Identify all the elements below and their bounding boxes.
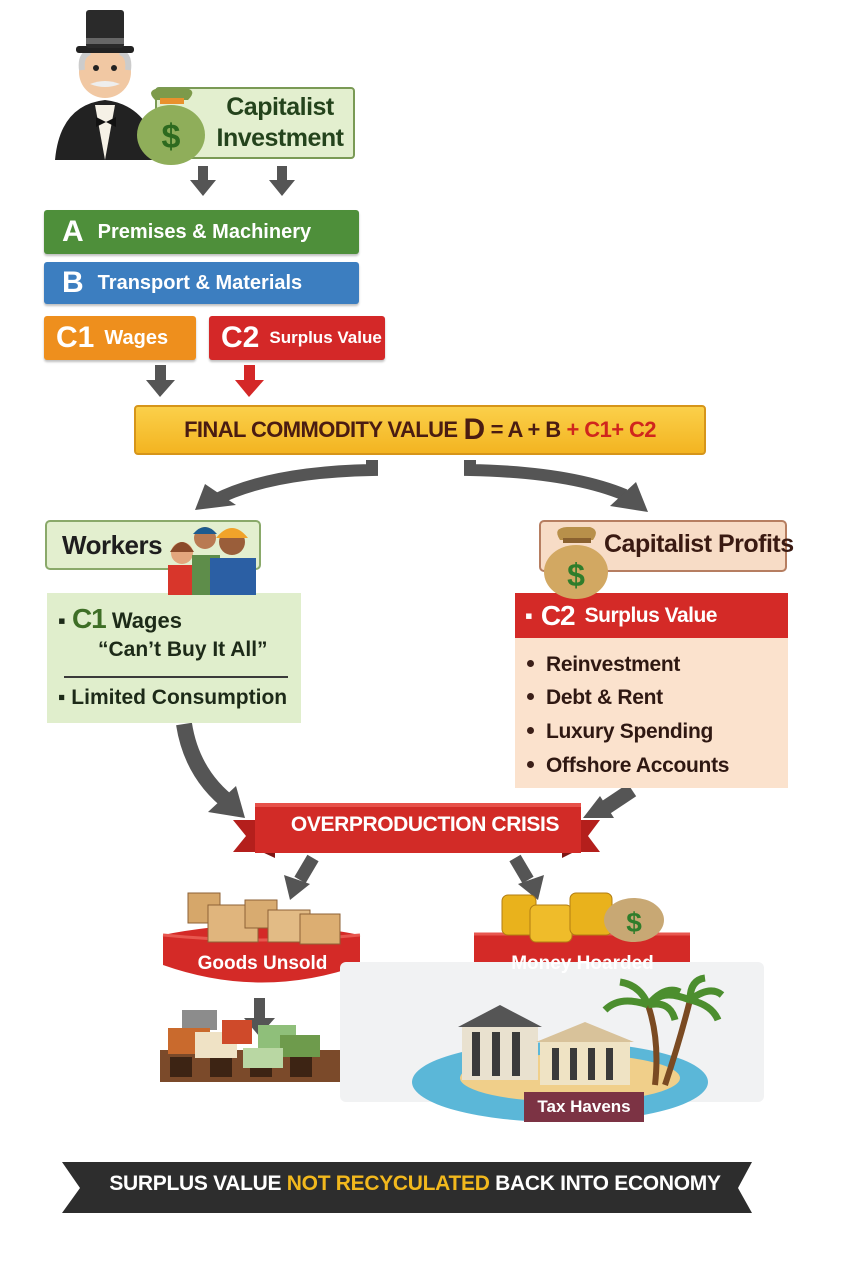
bullet-icon: ▪ [58, 608, 66, 633]
coin-stacks-icon: $ [501, 892, 664, 943]
tax-haven-island-icon [412, 974, 725, 1122]
capitalist-profits-title: Capitalist Profits [604, 530, 794, 558]
component-label: Transport & Materials [97, 271, 303, 294]
component-c2-bar: C2 Surplus Value [209, 316, 385, 360]
final-value-equation: = A + B [490, 417, 562, 442]
workers-title: Workers [62, 530, 163, 560]
item-label: Debt & Rent [546, 686, 663, 709]
wages-label: Wages [111, 608, 182, 633]
final-commodity-value-box: FINAL COMMODITY VALUE D = A + B + C1+ C2 [134, 405, 706, 455]
bullet-icon: ▪ [525, 602, 533, 628]
divider [64, 676, 288, 678]
conclusion-part-2: BACK INTO ECONOMY [495, 1172, 721, 1195]
profits-list-item: Luxury Spending [527, 720, 713, 744]
component-letter: B [62, 266, 84, 299]
red-arrow-down-icon [235, 365, 264, 397]
conclusion-part-1: SURPLUS VALUE [109, 1172, 282, 1195]
bullet-icon [527, 692, 534, 700]
svg-text:$: $ [626, 907, 642, 938]
boxes-icon [187, 892, 341, 945]
item-label: Luxury Spending [546, 720, 714, 743]
bullet-icon [527, 726, 534, 734]
profits-list-item: Debt & Rent [527, 686, 663, 710]
final-value-prefix: FINAL COMMODITY VALUE [184, 417, 458, 442]
goods-unsold-label: Goods Unsold [197, 953, 328, 974]
c1-label: C1 [71, 603, 107, 634]
component-a-bar: A Premises & Machinery [44, 210, 359, 254]
workers-panel [47, 593, 301, 723]
cant-buy-quote: “Can’t Buy It All” [98, 638, 268, 661]
title-line-1: Capitalist [226, 93, 334, 121]
limited-consumption-label: Limited Consumption [71, 686, 288, 709]
crisis-ribbon [233, 803, 600, 858]
workers-wages-row: ▪ C1 Wages [58, 603, 182, 635]
conclusion-banner [62, 1162, 752, 1213]
curved-arrow-right-icon [464, 460, 648, 512]
profits-list-item: Reinvestment [527, 653, 680, 677]
profits-list-item: Offshore Accounts [527, 754, 729, 778]
conclusion-text: SURPLUS VALUE NOT RECYCULATED BACK INTO … [90, 1172, 740, 1196]
component-letter: A [62, 215, 84, 248]
title-line-2: Investment [216, 124, 344, 152]
curved-arrow-down-right-icon [176, 722, 245, 818]
component-c1-bar: C1 Wages [44, 316, 196, 360]
arrow-down-icon [190, 166, 295, 196]
bullet-icon [527, 760, 534, 768]
surplus-value-bar: ▪ C2 Surplus Value [515, 593, 788, 638]
arrow-down-left-icon [284, 854, 319, 900]
limited-consumption-row: ▪ Limited Consumption [58, 686, 287, 710]
arrow-down-right-icon [509, 854, 544, 900]
capitalist-investment-title: Capitalist Investment [205, 92, 355, 154]
component-label: Premises & Machinery [97, 220, 312, 243]
component-label: Surplus Value [269, 328, 382, 347]
c2-label: C2 [540, 599, 576, 631]
overproduction-crisis-label: OVERPRODUCTION CRISIS [290, 813, 560, 836]
tax-havens-label: Tax Havens [524, 1092, 644, 1122]
component-b-bar: B Transport & Materials [44, 262, 359, 304]
final-value-d: D [463, 413, 485, 446]
profits-panel [515, 638, 788, 788]
final-value-tail: + C1+ C2 [566, 417, 657, 442]
money-hoarded-label: Money Hoarded [511, 953, 654, 974]
capitalist-figure-icon [55, 10, 160, 160]
surplus-value-label: Surplus Value [584, 603, 718, 627]
component-label: Wages [104, 326, 169, 349]
pallet-of-goods-icon [160, 1010, 340, 1082]
arrow-down-icon [146, 365, 175, 397]
component-letter: C2 [221, 321, 260, 354]
curved-arrow-left-icon [195, 460, 378, 510]
component-letter: C1 [56, 321, 95, 354]
item-label: Offshore Accounts [546, 754, 730, 777]
item-label: Reinvestment [546, 653, 681, 676]
arrow-down-left-icon [583, 783, 637, 818]
conclusion-highlight: NOT RECYCULATED [286, 1172, 490, 1195]
bullet-icon: ▪ [58, 686, 66, 709]
bullet-icon [527, 659, 534, 667]
